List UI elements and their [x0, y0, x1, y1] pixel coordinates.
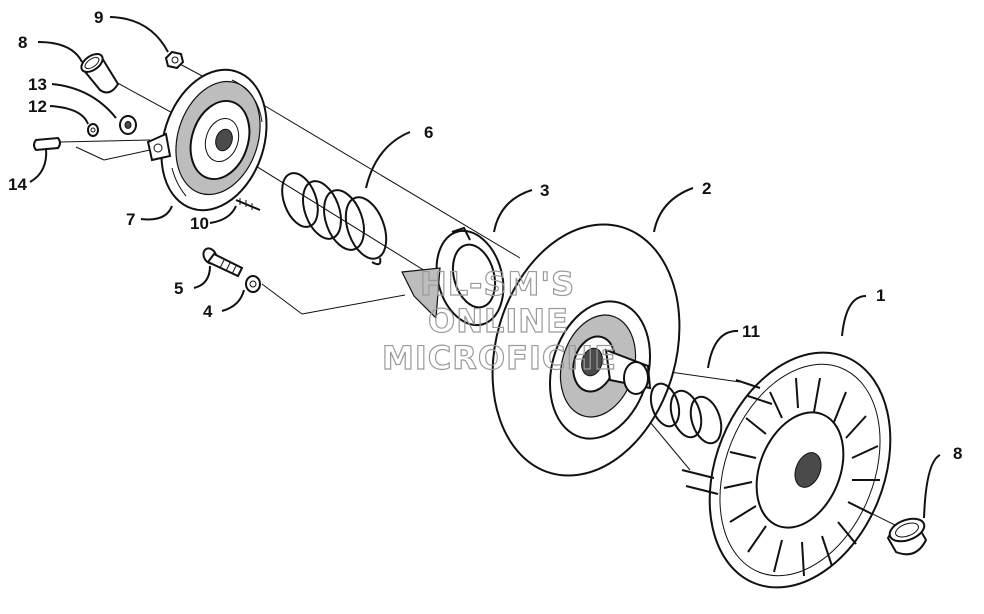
part-14-pin — [33, 136, 61, 152]
watermark-line-3: MICROFICHE — [382, 339, 617, 377]
callout-7: 7 — [126, 210, 135, 229]
part-6-spring — [281, 172, 388, 266]
part-3-cam — [401, 226, 505, 327]
callout-11: 11 — [742, 322, 760, 341]
callout-5: 5 — [174, 279, 183, 298]
part-8-bushing-bottom — [886, 517, 928, 556]
part-13-roller — [119, 115, 137, 135]
callout-12: 12 — [28, 97, 47, 116]
watermark-line-2: ONLINE — [428, 302, 569, 340]
part-10-screw — [235, 198, 261, 211]
part-12-washer — [87, 123, 99, 137]
callout-6: 6 — [424, 123, 433, 142]
part-8-bushing-top — [80, 53, 120, 94]
watermark-line-1: HL-SM'S — [420, 265, 575, 303]
watermark: HL-SM'S ONLINE MICROFICHE — [381, 264, 617, 377]
callout-10: 10 — [190, 214, 209, 233]
cooling-fins — [723, 377, 880, 577]
sheave-studs — [681, 379, 773, 495]
part-5-bolt — [202, 247, 244, 278]
callout-labels: 1 2 3 4 5 6 7 8 8 9 10 11 12 13 14 — [8, 8, 962, 463]
callout-3: 3 — [540, 181, 549, 200]
part-9-nut — [164, 50, 185, 70]
callout-4: 4 — [203, 302, 213, 321]
callout-13: 13 — [28, 75, 47, 94]
part-11-rings — [649, 382, 723, 445]
callout-1: 1 — [876, 286, 885, 305]
part-7-cover — [146, 68, 268, 212]
callout-8-top: 8 — [18, 33, 27, 52]
callout-2: 2 — [702, 179, 711, 198]
callout-8-bottom: 8 — [953, 444, 962, 463]
part-4-nut — [245, 275, 261, 293]
callout-9: 9 — [94, 8, 103, 27]
part-2-sheave — [491, 223, 681, 477]
callout-14: 14 — [8, 175, 27, 194]
callout-leaders — [29, 16, 941, 519]
part-1-fixed-sheave — [681, 351, 892, 589]
